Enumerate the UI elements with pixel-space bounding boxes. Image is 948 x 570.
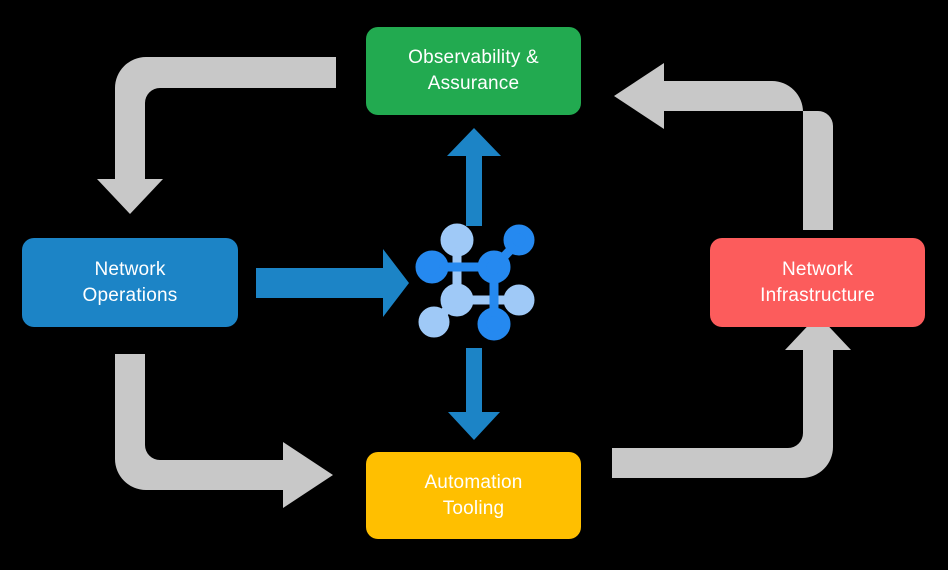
node-label-network-operations: Network Operations bbox=[82, 258, 178, 306]
node-box-network-operations[interactable]: Network Operations bbox=[22, 238, 238, 327]
node-label-automation-tooling: Automation Tooling bbox=[424, 471, 523, 519]
arrow-observability-to-operations bbox=[97, 57, 336, 214]
arrow-operations-to-center bbox=[256, 249, 409, 317]
arrow-operations-to-automation bbox=[115, 354, 333, 508]
arrow-center-to-observability bbox=[447, 128, 501, 226]
node-box-network-infrastructure[interactable]: Network Infrastructure bbox=[710, 238, 925, 327]
arrow-automation-to-infrastructure bbox=[612, 315, 851, 478]
network-topology-icon-front bbox=[415, 224, 535, 341]
node-label-network-infrastructure: Network Infrastructure bbox=[760, 258, 875, 306]
node-box-automation-tooling[interactable]: Automation Tooling bbox=[366, 452, 581, 539]
arrow-center-to-automation bbox=[448, 348, 500, 440]
node-label-observability: Observability & Assurance bbox=[408, 47, 539, 94]
network-topology-icon-back bbox=[418, 223, 535, 338]
arrow-infrastructure-to-observability bbox=[614, 63, 833, 230]
node-box-observability[interactable]: Observability & Assurance bbox=[366, 27, 581, 115]
